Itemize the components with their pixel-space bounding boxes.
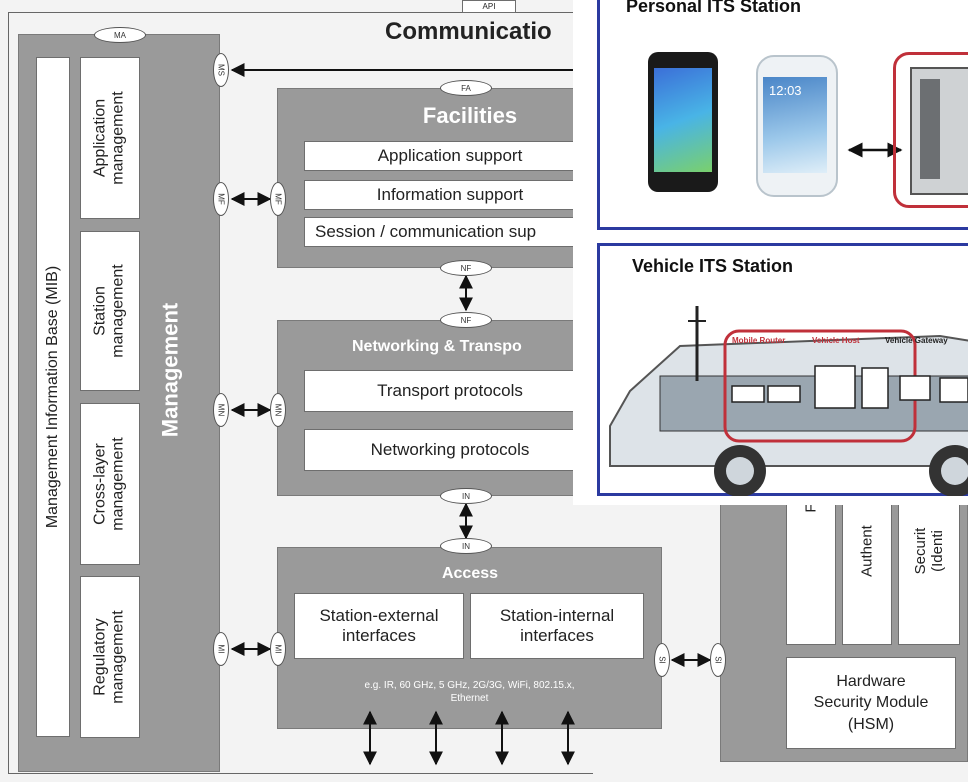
sap-mf-left: MF <box>213 182 229 216</box>
networking-transport-title: Networking & Transpo <box>352 338 522 355</box>
sap-si-left: SI <box>654 643 670 677</box>
api-tag: API <box>462 0 516 13</box>
phone-clock: 12:03 <box>769 83 802 98</box>
sap-si-right: SI <box>710 643 726 677</box>
vehicle-host-label: Vehicle Host <box>812 336 860 345</box>
vehicle-gateway-label: Vehicle Gateway <box>885 336 948 345</box>
access-technologies-note: e.g. IR, 60 GHz, 5 GHz, 2G/3G, WiFi, 802… <box>364 680 575 704</box>
personal-its-station-title: Personal ITS Station <box>626 0 802 16</box>
sap-mn-right: MN <box>270 393 286 427</box>
personal-its-station-panel: Personal ITS Station 12:03 <box>597 0 968 230</box>
communications-title: Communicatio <box>385 18 552 45</box>
sap-nf-bottom: NF <box>440 312 492 328</box>
vehicle-its-station-panel: Vehicle ITS Station Mobile Router Vehicl… <box>597 243 968 496</box>
sap-mf-right: MF <box>270 182 286 216</box>
smartphone-image <box>648 52 718 192</box>
networking-protocols-box: Networking protocols <box>304 429 596 471</box>
sap-ma: MA <box>94 27 146 43</box>
mobile-router-label: Mobile Router <box>732 336 785 345</box>
session-communication-support-box: Session / communication sup <box>304 217 596 247</box>
sap-fa: FA <box>440 80 492 96</box>
transport-protocols-box: Transport protocols <box>304 370 596 412</box>
sap-nf-top: NF <box>440 260 492 276</box>
access-title: Access <box>441 565 499 582</box>
security-identity-column: Securit(Identi <box>898 500 960 645</box>
sap-in-bottom: IN <box>440 538 492 554</box>
information-support-box: Information support <box>304 180 596 210</box>
mib-box: Management Information Base (MIB) <box>36 57 70 737</box>
vehicle-its-station-title: Vehicle ITS Station <box>632 256 794 276</box>
its-station-frame <box>8 12 593 774</box>
sap-mi-right: MI <box>270 632 286 666</box>
gateway-device-image <box>893 52 968 208</box>
security-column-1: F <box>786 500 836 645</box>
sap-ms: MS <box>213 53 229 87</box>
sap-mi-left: MI <box>213 632 229 666</box>
application-support-box: Application support <box>304 141 596 171</box>
sap-mn-left: MN <box>213 393 229 427</box>
sap-in-top: IN <box>440 488 492 504</box>
facilities-title: Facilities <box>422 103 518 128</box>
phone-gateway-arrow <box>847 142 903 158</box>
authentication-column: Authent <box>842 500 892 645</box>
vehicle-image: Mobile Router Vehicle Host Vehicle Gatew… <box>609 306 968 496</box>
smartphone-image-2: 12:03 <box>756 55 838 197</box>
